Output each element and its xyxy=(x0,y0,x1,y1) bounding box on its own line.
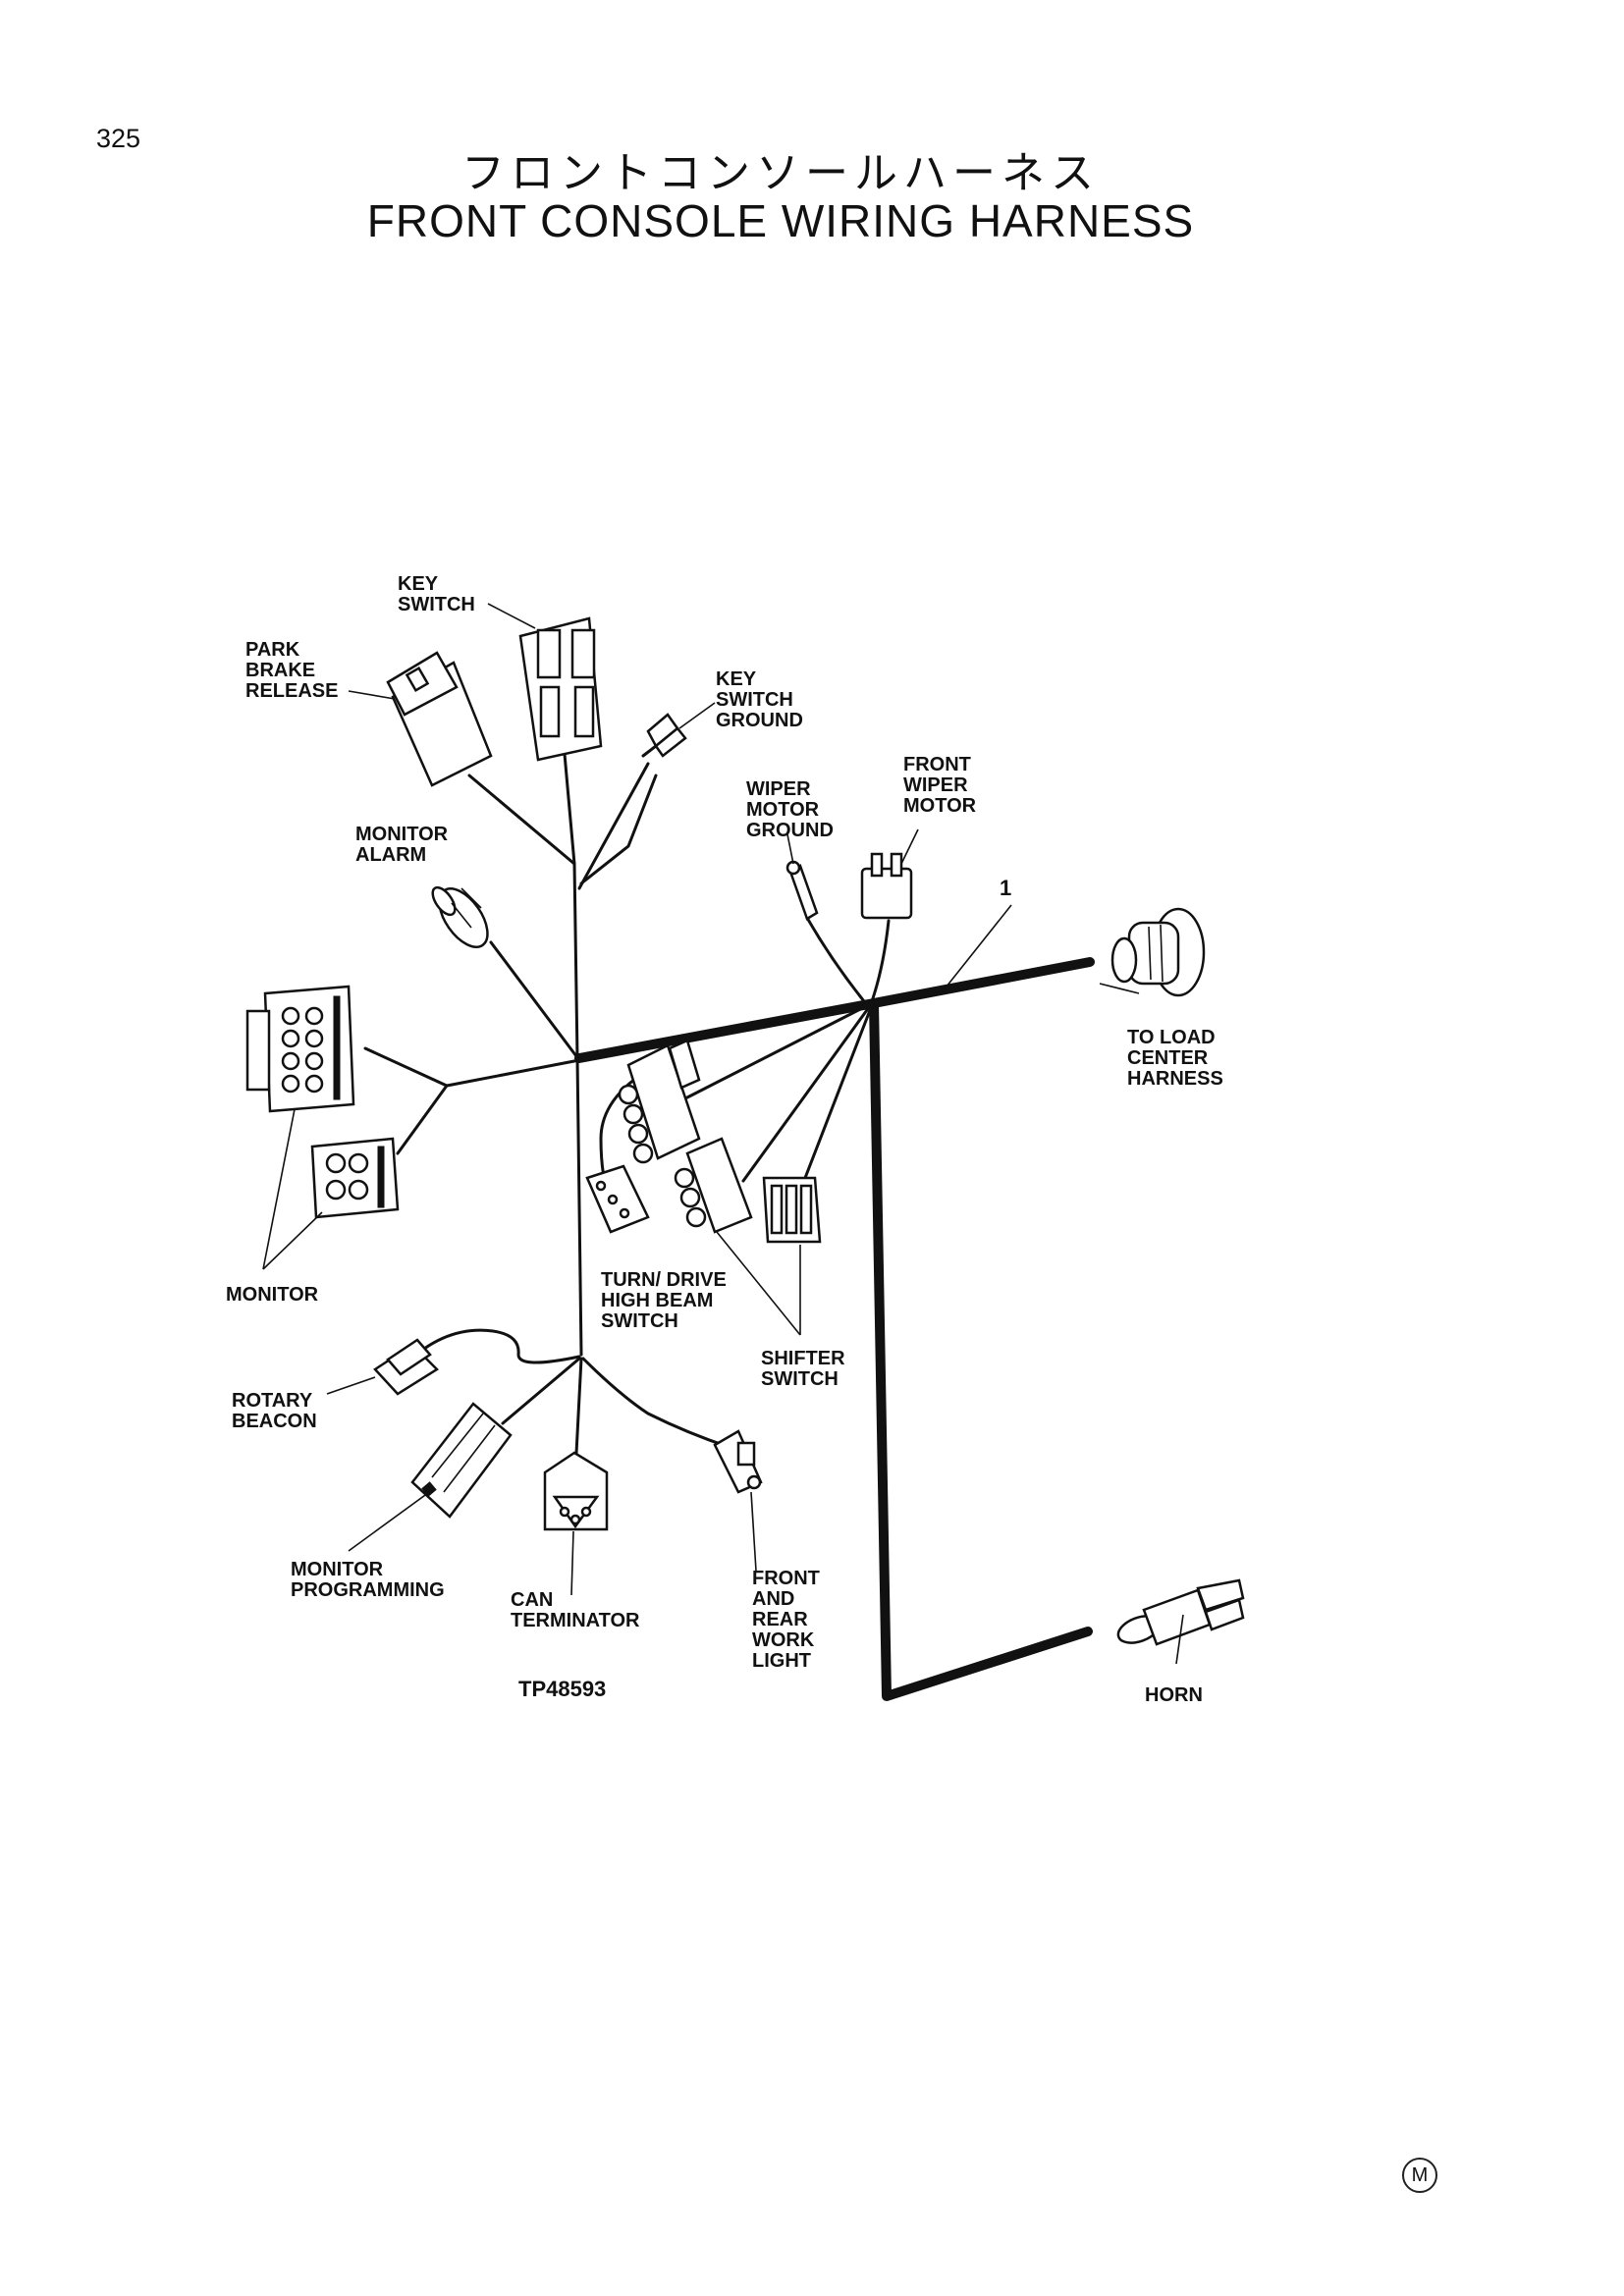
label-monitor-programming: MONITOR PROGRAMMING xyxy=(291,1559,445,1601)
turn-switch-terminal-plate xyxy=(585,1164,650,1234)
svg-text:GROUND: GROUND xyxy=(716,710,803,731)
wire-horn-trunk xyxy=(869,998,1093,1701)
work-light-connector xyxy=(713,1429,763,1494)
svg-text:SWITCH: SWITCH xyxy=(761,1368,839,1390)
svg-text:HARNESS: HARNESS xyxy=(1127,1068,1223,1090)
key-switch-ground-connector xyxy=(641,713,687,758)
label-horn: HORN xyxy=(1145,1684,1203,1706)
label-wiper-motor-ground: WIPER MOTOR GROUND xyxy=(746,778,834,841)
svg-text:PROGRAMMING: PROGRAMMING xyxy=(291,1579,445,1601)
harness-wires xyxy=(363,752,1095,1701)
svg-text:SWITCH: SWITCH xyxy=(716,689,793,711)
wire-shifter-switch xyxy=(741,1001,874,1183)
label-monitor-alarm: MONITOR ALARM xyxy=(355,824,449,866)
shifter-switch-connector-b xyxy=(762,1176,822,1244)
can-terminator-connector xyxy=(543,1451,609,1531)
label-shifter-switch: SHIFTER SWITCH xyxy=(761,1348,845,1390)
svg-text:MONITOR: MONITOR xyxy=(291,1559,384,1580)
wire-monitor-lower xyxy=(396,1084,449,1155)
wire-monitor-programming xyxy=(501,1357,581,1425)
label-front-and-rear-work-light: FRONT AND REAR WORK LIGHT xyxy=(752,1568,820,1672)
figure-id: TP48593 xyxy=(518,1677,606,1701)
wire-monitor-alarm xyxy=(489,940,581,1062)
svg-text:BRAKE: BRAKE xyxy=(245,660,315,681)
load-center-harness-connector xyxy=(1110,907,1206,997)
svg-text:ALARM: ALARM xyxy=(355,844,426,866)
svg-text:KEY: KEY xyxy=(716,668,757,690)
rotary-beacon-connector xyxy=(373,1338,439,1396)
page-number: 325 xyxy=(96,124,141,153)
svg-text:TURN/ DRIVE: TURN/ DRIVE xyxy=(601,1269,727,1291)
svg-text:TO LOAD: TO LOAD xyxy=(1127,1027,1216,1048)
park-brake-release-connector xyxy=(386,651,493,787)
wire-work-light xyxy=(581,1357,733,1450)
label-monitor: MONITOR xyxy=(226,1284,319,1306)
label-key-switch: KEY SWITCH xyxy=(398,573,475,615)
svg-text:MONITOR: MONITOR xyxy=(355,824,449,845)
svg-text:MOTOR: MOTOR xyxy=(746,799,820,821)
wire-monitor-upper xyxy=(363,1046,581,1088)
monitor-programming-connector xyxy=(410,1402,513,1519)
svg-text:SWITCH: SWITCH xyxy=(398,594,475,615)
svg-text:CAN: CAN xyxy=(511,1589,553,1611)
page-title-japanese: フロントコンソールハーネス xyxy=(461,148,1100,198)
manual-mark: M xyxy=(1402,2158,1437,2193)
svg-text:WORK: WORK xyxy=(752,1629,815,1651)
svg-text:REAR: REAR xyxy=(752,1609,808,1630)
label-can-terminator: CAN TERMINATOR xyxy=(511,1589,640,1631)
wiper-motor-ground-terminal xyxy=(785,860,819,921)
wire-main-vertical xyxy=(572,862,583,1357)
svg-text:WIPER: WIPER xyxy=(903,774,968,796)
svg-text:WIPER: WIPER xyxy=(746,778,811,800)
label-rotary-beacon: ROTARY BEACON xyxy=(232,1390,317,1432)
label-to-load-center-harness: TO LOAD CENTER HARNESS xyxy=(1127,1027,1223,1090)
svg-text:PARK: PARK xyxy=(245,639,300,661)
wire-rotary-beacon xyxy=(406,1328,581,1364)
svg-text:FRONT: FRONT xyxy=(752,1568,820,1589)
svg-text:AND: AND xyxy=(752,1588,794,1610)
shifter-switch-connector-a xyxy=(674,1137,753,1234)
wire-main-horizontal xyxy=(574,957,1095,1063)
monitor-connector-large xyxy=(245,985,355,1113)
key-switch-connector xyxy=(518,616,603,762)
item-number-label: 1 xyxy=(1000,876,1011,900)
svg-text:FRONT: FRONT xyxy=(903,754,971,775)
wire-wiper-ground xyxy=(805,916,866,1003)
wire-key-switch-ground-a xyxy=(577,762,650,890)
svg-text:RELEASE: RELEASE xyxy=(245,680,338,702)
label-turn-drive-high-beam-switch: TURN/ DRIVE HIGH BEAM SWITCH xyxy=(601,1269,727,1332)
svg-text:CENTER: CENTER xyxy=(1127,1047,1209,1069)
svg-text:HIGH BEAM: HIGH BEAM xyxy=(601,1290,713,1311)
page-title: FRONT CONSOLE WIRING HARNESS xyxy=(366,195,1195,246)
wire-key-switch-ground-b xyxy=(579,774,658,885)
svg-text:BEACON: BEACON xyxy=(232,1411,317,1432)
wire-shifter-switch-b xyxy=(803,1003,874,1180)
svg-text:MONITOR: MONITOR xyxy=(226,1284,319,1306)
svg-text:MOTOR: MOTOR xyxy=(903,795,977,817)
svg-text:GROUND: GROUND xyxy=(746,820,834,841)
horn-connector xyxy=(1116,1578,1245,1646)
svg-text:ROTARY: ROTARY xyxy=(232,1390,313,1412)
monitor-connector-small xyxy=(310,1137,400,1219)
svg-text:HORN: HORN xyxy=(1145,1684,1203,1706)
svg-text:SWITCH: SWITCH xyxy=(601,1310,678,1332)
front-wiper-motor-connector xyxy=(860,852,913,920)
svg-text:SHIFTER: SHIFTER xyxy=(761,1348,845,1369)
wire-key-switch xyxy=(563,752,576,866)
leader-lines xyxy=(262,603,1184,1665)
monitor-alarm-device xyxy=(431,885,489,948)
turn-drive-switch-connector xyxy=(618,1039,701,1164)
label-key-switch-ground: KEY SWITCH GROUND xyxy=(716,668,803,731)
svg-text:KEY: KEY xyxy=(398,573,439,595)
svg-text:TERMINATOR: TERMINATOR xyxy=(511,1610,640,1631)
svg-text:LIGHT: LIGHT xyxy=(752,1650,811,1672)
wire-turn-switch xyxy=(685,1001,874,1099)
label-front-wiper-motor: FRONT WIPER MOTOR xyxy=(903,754,977,817)
label-park-brake-release: PARK BRAKE RELEASE xyxy=(245,639,338,702)
wire-park-brake xyxy=(467,774,576,866)
wire-front-wiper xyxy=(870,919,891,1003)
